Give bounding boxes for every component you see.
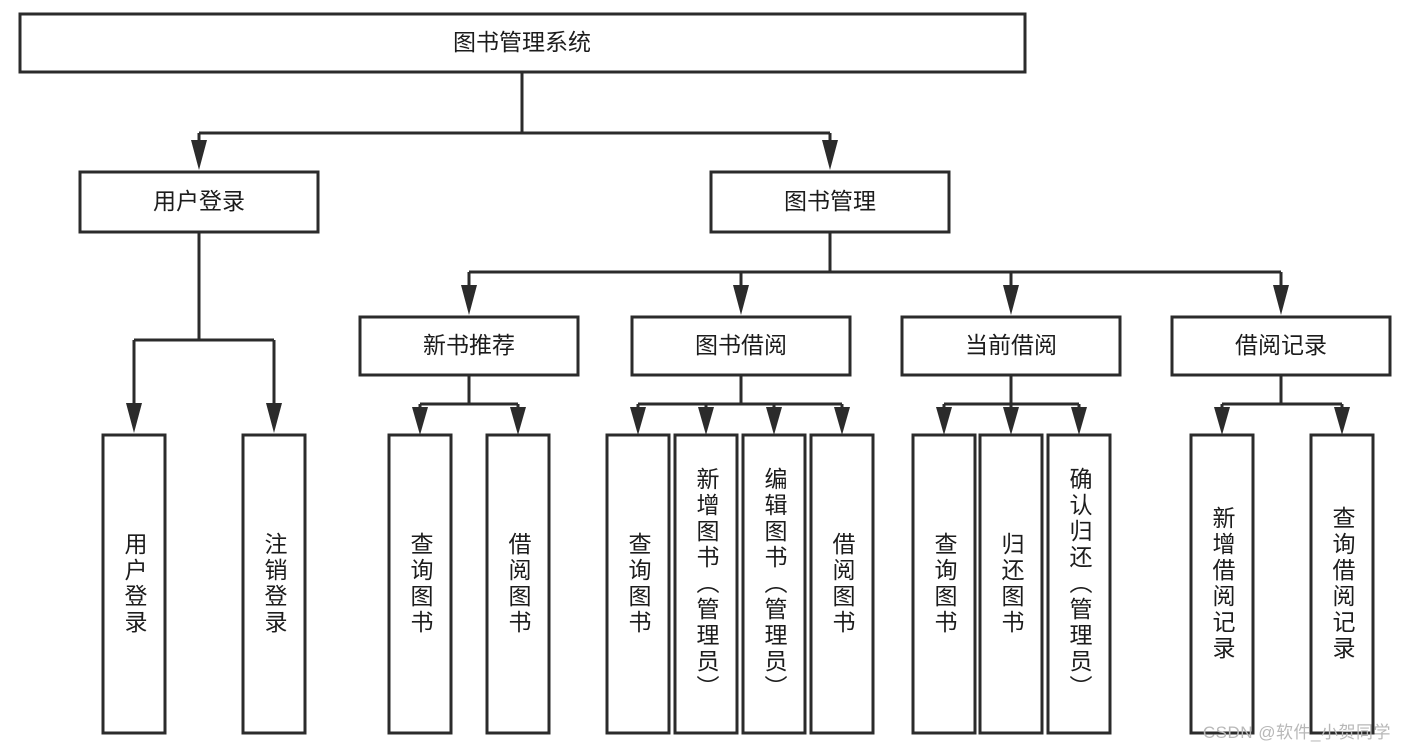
csdn-watermark: CSDN @软件_小贺同学 [1202,723,1391,742]
node-leaf-borrow-book-1-label: 借阅图书 [505,532,532,636]
node-leaf-query-record-label: 查询借阅记录 [1329,506,1356,662]
node-leaf-borrow-book-2-box[interactable] [809,433,875,735]
node-new-book-recommend-label: 新书推荐 [423,332,515,358]
node-leaf-borrow-book-1-box[interactable] [485,433,551,735]
node-leaf-confirm-return[interactable]: 确认归还（管理员） [1046,433,1112,735]
arrowhead-leaf-query-book-2 [630,407,646,435]
node-current-borrow[interactable]: 当前借阅 [900,315,1122,377]
node-leaf-query-book-1-label: 查询图书 [407,532,434,636]
node-leaf-borrow-book-2[interactable]: 借阅图书 [809,433,875,735]
node-leaf-logout-login[interactable]: 注销登录 [241,433,307,735]
node-root-label: 图书管理系统 [453,29,591,55]
arrowhead-leaf-edit-book [766,407,782,435]
node-leaf-borrow-book-2-label: 借阅图书 [829,532,856,636]
node-leaf-query-book-2-box[interactable] [605,433,671,735]
node-leaf-user-login[interactable]: 用户登录 [101,433,167,735]
arrowhead-leaf-add-book [698,407,714,435]
node-leaf-query-book-3-label: 查询图书 [931,532,958,636]
arrowhead-user-login [191,140,207,170]
node-new-book-recommend[interactable]: 新书推荐 [358,315,580,377]
node-user-login-box[interactable] [78,170,320,234]
node-leaf-query-book-1[interactable]: 查询图书 [387,433,453,735]
node-new-book-recommend-box[interactable] [358,315,580,377]
arrowhead-leaf-logout-login [266,403,282,433]
node-user-login[interactable]: 用户登录 [78,170,320,234]
node-leaf-logout-login-box[interactable] [241,433,307,735]
arrowhead-current-borrow [1003,285,1019,315]
node-leaf-edit-book-box[interactable] [741,433,807,735]
arrowhead-leaf-add-record [1214,407,1230,435]
node-leaf-edit-book-label: 编辑图书（管理员） [761,467,788,701]
node-leaf-add-record-box[interactable] [1189,433,1255,735]
node-current-borrow-box[interactable] [900,315,1122,377]
arrowhead-new-book-recommend [461,285,477,315]
arrowhead-book-management [822,140,838,170]
node-leaf-confirm-return-box[interactable] [1046,433,1112,735]
node-leaf-add-book-box[interactable] [673,433,739,735]
node-root-box[interactable] [18,12,1027,74]
arrowhead-leaf-query-book-1 [412,407,428,435]
node-root[interactable]: 图书管理系统 [18,12,1027,74]
node-leaf-query-record-box[interactable] [1309,433,1375,735]
node-leaf-return-book-label: 归还图书 [998,532,1025,636]
node-leaf-return-book[interactable]: 归还图书 [978,433,1044,735]
node-leaf-user-login-box[interactable] [101,433,167,735]
arrowhead-book-borrow [733,285,749,315]
node-leaf-query-book-3[interactable]: 查询图书 [911,433,977,735]
node-borrow-record[interactable]: 借阅记录 [1170,315,1392,377]
node-user-login-label: 用户登录 [153,188,245,214]
node-leaf-query-book-3-box[interactable] [911,433,977,735]
node-borrow-record-box[interactable] [1170,315,1392,377]
arrowhead-leaf-confirm-return [1071,407,1087,435]
arrowhead-leaf-borrow-book-2 [834,407,850,435]
node-leaf-query-book-2-label: 查询图书 [625,532,652,636]
node-leaf-user-login-label: 用户登录 [121,532,148,636]
arrowhead-leaf-return-book [1003,407,1019,435]
arrowhead-leaf-user-login [126,403,142,433]
node-book-borrow-label: 图书借阅 [695,332,787,358]
node-leaf-add-book[interactable]: 新增图书（管理员） [673,433,739,735]
node-leaf-query-book-1-box[interactable] [387,433,453,735]
node-book-borrow[interactable]: 图书借阅 [630,315,852,377]
node-leaf-query-book-2[interactable]: 查询图书 [605,433,671,735]
arrowhead-leaf-query-record [1334,407,1350,435]
node-leaf-add-record[interactable]: 新增借阅记录 [1189,433,1255,735]
node-leaf-logout-login-label: 注销登录 [261,532,288,636]
connector-group [126,72,1350,435]
arrowhead-leaf-query-book-3 [936,407,952,435]
node-borrow-record-label: 借阅记录 [1235,332,1327,358]
node-leaf-add-record-label: 新增借阅记录 [1209,506,1236,662]
node-book-management-label: 图书管理 [784,188,876,214]
node-leaf-borrow-book-1[interactable]: 借阅图书 [485,433,551,735]
node-book-borrow-box[interactable] [630,315,852,377]
node-leaf-edit-book[interactable]: 编辑图书（管理员） [741,433,807,735]
node-leaf-add-book-label: 新增图书（管理员） [693,467,720,701]
node-book-management-box[interactable] [709,170,951,234]
arrowhead-borrow-record [1273,285,1289,315]
node-book-management[interactable]: 图书管理 [709,170,951,234]
arrowhead-leaf-borrow-book-1 [510,407,526,435]
node-leaf-confirm-return-label: 确认归还（管理员） [1066,467,1093,701]
node-current-borrow-label: 当前借阅 [965,332,1057,358]
node-leaf-query-record[interactable]: 查询借阅记录 [1309,433,1375,735]
node-leaf-return-book-box[interactable] [978,433,1044,735]
